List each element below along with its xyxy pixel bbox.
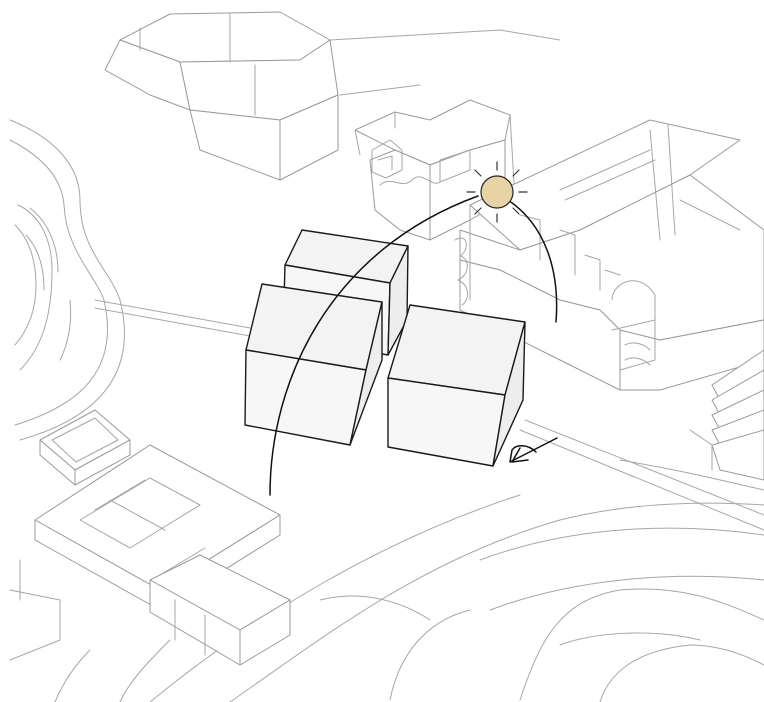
context-pavilion	[39, 409, 131, 486]
mass-block-left	[244, 283, 383, 446]
context-building-north	[104, 11, 561, 181]
context-building-courtyard	[9, 444, 291, 666]
sun-path-arc-east	[507, 199, 558, 323]
sun-icon	[466, 161, 528, 223]
eye-icon	[509, 437, 558, 463]
proposed-massing	[244, 229, 526, 467]
sun-path	[269, 195, 558, 496]
mass-block-right	[387, 304, 526, 467]
sun-path-arc-west	[269, 195, 479, 496]
context-building-stacked	[689, 349, 764, 481]
context-building-ornate	[354, 99, 516, 241]
context-building-east	[454, 119, 764, 391]
context-roads	[9, 119, 764, 702]
